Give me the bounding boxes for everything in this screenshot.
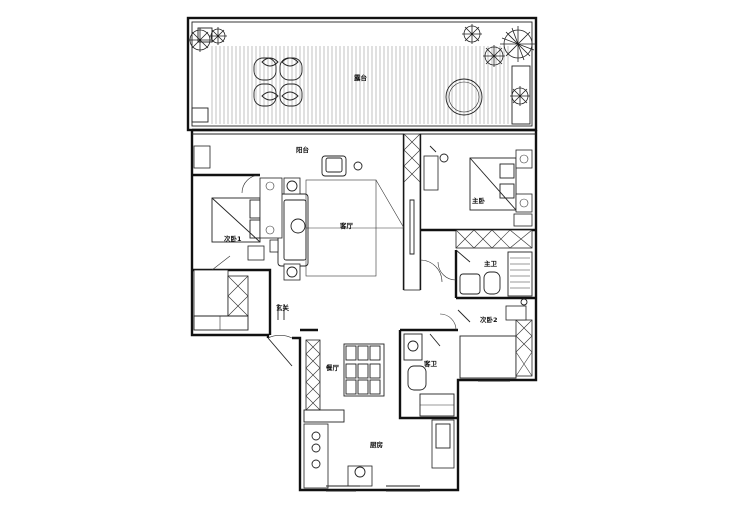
label-bedroom-2: 次卧2 [480,315,498,324]
terrace-decking [211,46,509,124]
guest-bath-fixtures [403,333,455,417]
plant-icon [209,27,227,45]
plant-icon [188,28,212,52]
dining-cabinet [303,339,345,423]
master-bath-fixtures [455,249,533,297]
label-balcony: 阳台 [296,145,310,154]
label-bedroom-1: 次卧1 [224,234,242,243]
terrace-round-table [445,78,483,116]
entrance-door [267,304,293,367]
sofa [277,177,309,281]
label-master-bath: 主卫 [484,259,498,268]
plant-icon [462,24,482,44]
label-terrace: 露台 [354,73,368,82]
exterior-walls [190,128,538,492]
plant-icon [500,26,536,62]
plant-icon [510,86,530,106]
label-master-bedroom: 主卧 [472,196,486,205]
bedroom-1-furniture [193,145,283,261]
kitchen-counters [303,419,455,489]
bedroom-2-furniture [457,298,533,379]
label-dining-room: 餐厅 [325,363,340,372]
label-entrance: 玄关 [276,303,290,312]
label-kitchen: 厨房 [370,440,384,449]
entrance-closet [193,269,249,331]
tv-wall-cabinet [403,133,421,291]
armchair [321,155,363,177]
terrace-table-set [253,57,303,107]
master-wardrobe [455,229,533,249]
windows [212,129,510,492]
master-bedroom-furniture [423,145,533,227]
dining-table [343,343,385,397]
label-guest-bath: 客卫 [423,359,438,368]
living-room-rug [305,179,405,277]
label-living-room: 客厅 [339,221,354,230]
plant-icon [483,45,505,67]
door-swings [211,174,457,331]
